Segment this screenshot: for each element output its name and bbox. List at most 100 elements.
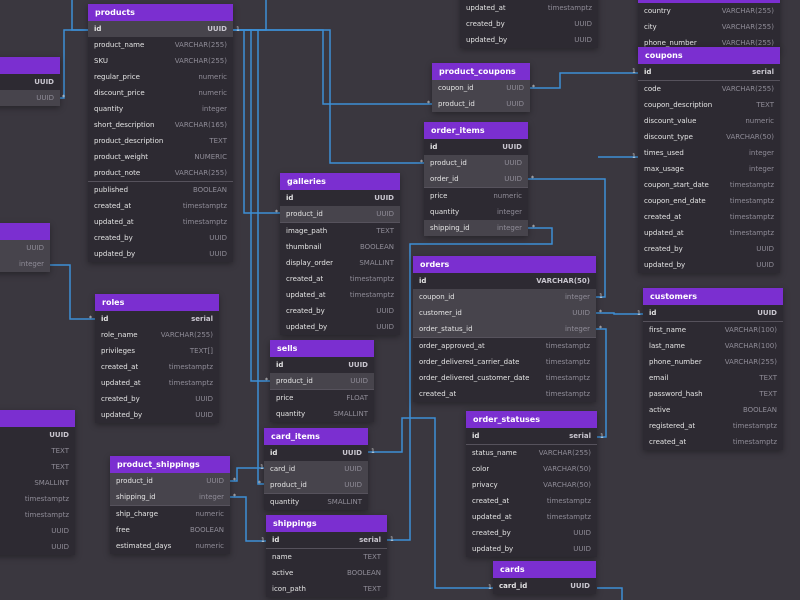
relationship-line[interactable] [233, 29, 280, 214]
column-row[interactable]: timestamptz [0, 507, 75, 523]
table-header[interactable]: customers [643, 288, 783, 305]
column-row[interactable]: UUID [0, 240, 50, 256]
relationship-line[interactable] [530, 72, 638, 89]
relationship-line[interactable] [596, 328, 607, 438]
table-header[interactable]: galleries [280, 173, 400, 190]
relationship-line[interactable] [233, 29, 432, 105]
column-row[interactable]: UUID [0, 427, 75, 443]
column-row[interactable]: timestamptz [0, 491, 75, 507]
table-categories[interactable]: categoriesdUUIDdUUID [0, 57, 60, 106]
table-header[interactable]: product_shippings [110, 456, 230, 473]
relationship-line[interactable] [596, 312, 643, 315]
table-header[interactable]: order_items [424, 122, 528, 139]
table-header[interactable]: products [88, 4, 233, 21]
relationship-line[interactable] [233, 29, 424, 164]
column-row[interactable]: TEXT [0, 459, 75, 475]
table-header[interactable]: orders [413, 256, 596, 273]
table-header[interactable] [0, 223, 50, 240]
relationship-line[interactable] [230, 496, 266, 542]
table-header[interactable]: cards [493, 561, 596, 578]
column-row[interactable]: UUID [0, 539, 75, 555]
table-header[interactable]: categories [0, 57, 60, 74]
table-header[interactable] [638, 0, 780, 3]
relationship-line[interactable] [71, 0, 88, 31]
